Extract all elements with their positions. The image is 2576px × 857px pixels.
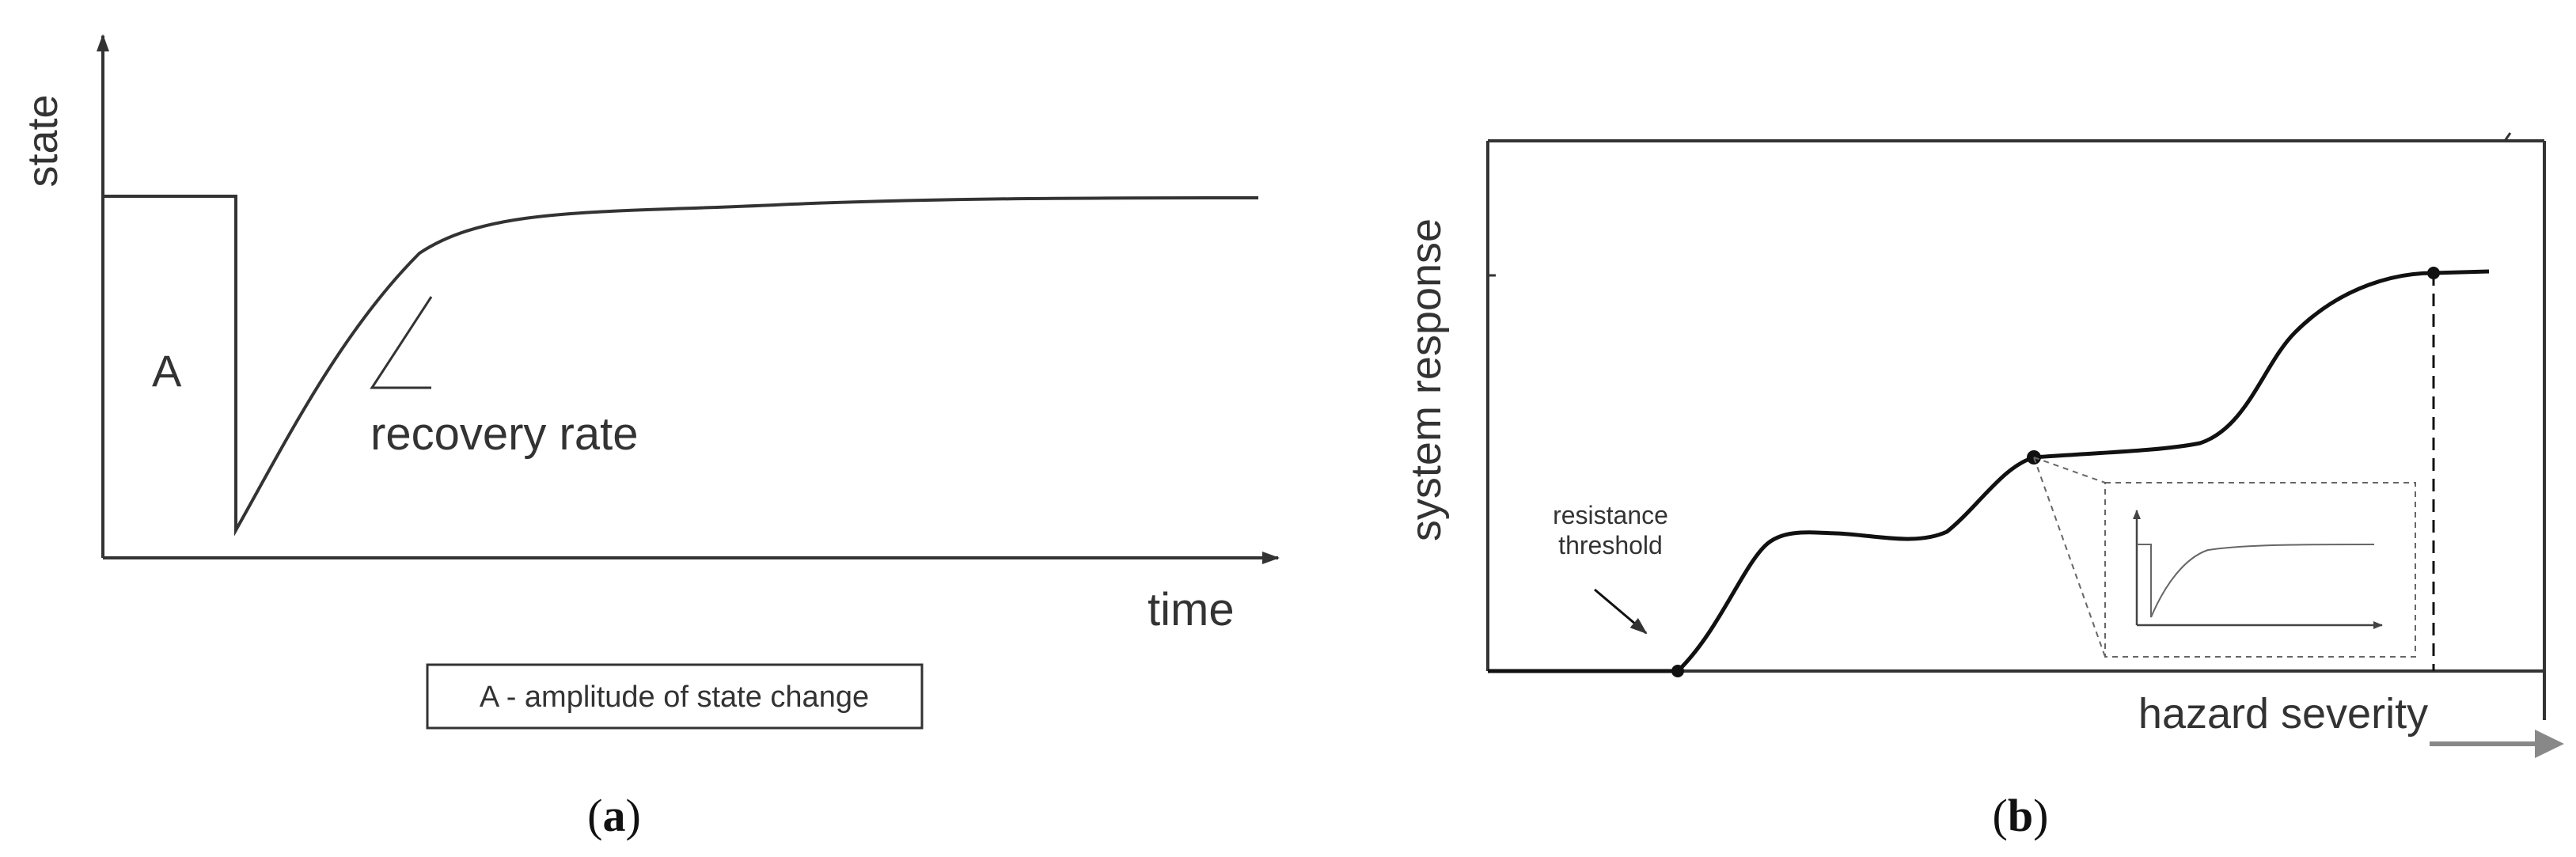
panel-b-y-axis-label: system response (1402, 218, 1450, 541)
panel-b-zoom-line-top (2033, 457, 2106, 483)
panel-a-legend-box (426, 663, 924, 730)
panel-b-corner-mark (2503, 132, 2512, 142)
panel-b: system response resistance threshold haz… (1402, 132, 2564, 841)
panel-b-threshold-label-line2: threshold (1558, 531, 1663, 559)
panel-a-recovery-label: recovery rate (370, 408, 638, 460)
panel-b-x-axis-label: hazard severity (2138, 690, 2428, 738)
panel-a-legend-text: A - amplitude of state change (480, 681, 869, 714)
panel-a: state A recovery rate time A - amplitude… (19, 34, 1280, 841)
panel-a-x-axis-label: time (1148, 584, 1235, 635)
panel-b-x-arrowhead (2535, 730, 2564, 758)
panel-a-state-curve (103, 195, 1259, 537)
panel-b-threshold-point (1671, 665, 1684, 677)
panel-a-y-axis-label: state (19, 94, 66, 187)
panel-b-inset-plot (2133, 510, 2383, 629)
panel-b-threshold-label-line1: resistance (1553, 501, 1668, 529)
panel-b-response-curve (1488, 269, 2490, 673)
panel-b-caption: (b) (1993, 790, 2049, 841)
panel-b-inset-box (2104, 482, 2416, 658)
panel-a-recovery-slope-marker (370, 296, 433, 389)
panel-a-amplitude-marker: A (152, 346, 182, 396)
panel-a-caption: (a) (587, 790, 641, 841)
panel-b-threshold-arrow (1594, 588, 1648, 635)
panel-b-zoom-line-bottom (2033, 457, 2106, 658)
